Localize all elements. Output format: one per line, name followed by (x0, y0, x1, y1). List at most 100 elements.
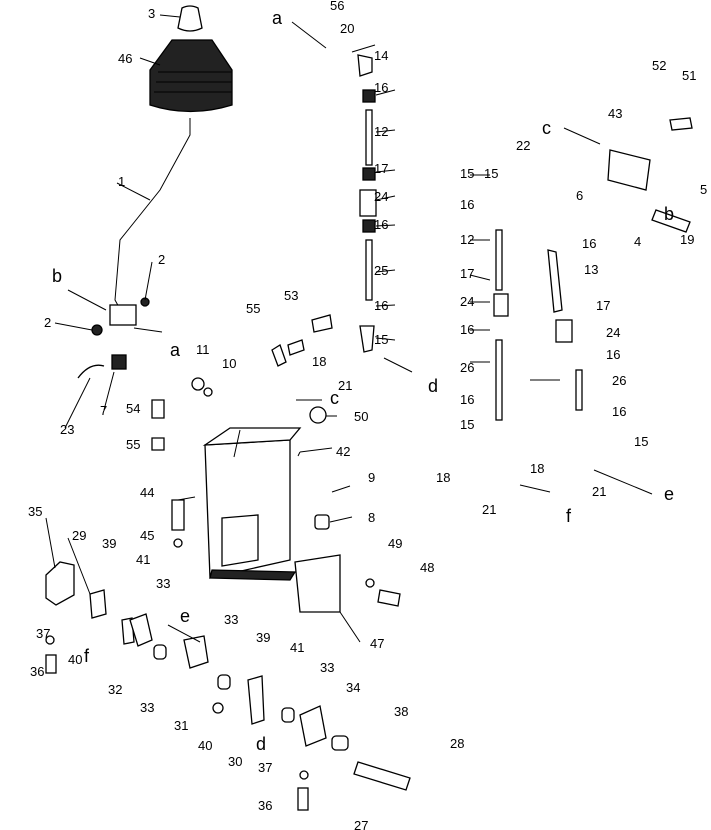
connection-letter-d: d (428, 376, 438, 396)
block-35 (45, 561, 75, 606)
boot (149, 39, 233, 113)
part-number-50: 50 (354, 409, 368, 424)
part-number-16: 16 (460, 392, 474, 407)
part-number-18: 18 (530, 461, 544, 476)
nut-55b (151, 437, 165, 451)
part-number-15: 15 (460, 166, 474, 181)
part-number-16: 16 (374, 80, 388, 95)
lever-30 (247, 675, 265, 725)
part-number-14: 14 (374, 48, 388, 63)
part-number-10: 10 (222, 356, 236, 371)
part-number-40: 40 (68, 652, 82, 667)
nut-16b (362, 219, 376, 233)
part-number-16: 16 (606, 347, 620, 362)
part-number-15: 15 (374, 332, 388, 347)
connection-letter-d: d (256, 734, 266, 754)
bolt-2b (91, 324, 103, 336)
part-number-11: 11 (196, 342, 210, 357)
part-number-21: 21 (482, 502, 496, 517)
part-number-33: 33 (224, 612, 238, 627)
bushing-8 (314, 514, 330, 530)
part-number-51: 51 (682, 68, 696, 83)
bolt-48 (377, 589, 401, 607)
part-number-24: 24 (460, 294, 474, 309)
part-number-16: 16 (612, 404, 626, 419)
connection-letter-b: b (664, 204, 674, 224)
part-number-55: 55 (126, 437, 140, 452)
washer-11 (191, 377, 205, 391)
coupling-24r (493, 293, 509, 317)
part-number-16: 16 (460, 197, 474, 212)
leader-lines (45, 14, 560, 643)
joint-7 (111, 354, 127, 370)
knob (177, 5, 203, 32)
part-number-17: 17 (374, 161, 388, 176)
part-number-36: 36 (258, 798, 272, 813)
clevis-32 (129, 613, 153, 647)
part-number-20: 20 (340, 21, 354, 36)
lever-assembly (77, 5, 233, 379)
lever-rod (114, 118, 191, 319)
part-number-38: 38 (394, 704, 408, 719)
part-number-33: 33 (320, 660, 334, 675)
part-number-16: 16 (374, 217, 388, 232)
washer-37b (299, 770, 309, 780)
part-number-12: 12 (460, 232, 474, 247)
part-number-39: 39 (256, 630, 270, 645)
part-number-37: 37 (36, 626, 50, 641)
part-number-24: 24 (606, 325, 620, 340)
part-number-17: 17 (596, 298, 610, 313)
bushing-38 (331, 735, 349, 751)
part-number-21: 21 (592, 484, 606, 499)
part-number-22: 22 (516, 138, 530, 153)
part-number-19: 19 (680, 232, 694, 247)
part-number-54: 54 (126, 401, 140, 416)
washer-37a (45, 635, 55, 645)
bolt-36b (297, 787, 309, 811)
direction-arrows (67, 21, 653, 643)
nut-55 (271, 344, 287, 367)
part-number-16: 16 (460, 322, 474, 337)
rod-12 (365, 109, 373, 166)
stand-housing (151, 314, 401, 613)
coupling-24 (359, 189, 377, 217)
part-number-39: 39 (102, 536, 116, 551)
part-number-15: 15 (634, 434, 648, 449)
part-number-21: 21 (338, 378, 352, 393)
part-number-30: 30 (228, 754, 242, 769)
bolt-19 (651, 209, 691, 233)
part-number-55: 55 (246, 301, 260, 316)
part-number-26: 26 (460, 360, 474, 375)
part-number-17: 17 (460, 266, 474, 281)
part-number-56: 56 (330, 0, 344, 13)
connection-letter-a: a (170, 340, 181, 360)
part-number-18: 18 (312, 354, 326, 369)
clevis-34 (299, 705, 327, 747)
part-number-52: 52 (652, 58, 666, 73)
stand-window (221, 514, 259, 567)
bolt-54 (151, 399, 165, 419)
part-number-46: 46 (118, 51, 132, 66)
part-number-49: 49 (388, 536, 402, 551)
part-number-1: 1 (118, 174, 125, 189)
part-number-16: 16 (582, 236, 596, 251)
bolt-36a (45, 654, 57, 674)
part-number-32: 32 (108, 682, 122, 697)
connection-letter-f: f (566, 506, 572, 526)
pin-40 (212, 702, 224, 714)
stand-top (202, 427, 302, 446)
cover-47 (294, 554, 341, 613)
connection-letter-a: a (272, 8, 283, 28)
part-number-3: 3 (148, 6, 155, 21)
part-number-34: 34 (346, 680, 360, 695)
pin-53 (287, 339, 305, 356)
part-number-4: 4 (634, 234, 641, 249)
part-number-2: 2 (158, 252, 165, 267)
part-number-18: 18 (436, 470, 450, 485)
bushing-33c (217, 674, 231, 690)
rod-assemblies (357, 54, 693, 421)
connection-letter-e: e (180, 606, 190, 626)
washer-10 (203, 387, 213, 397)
